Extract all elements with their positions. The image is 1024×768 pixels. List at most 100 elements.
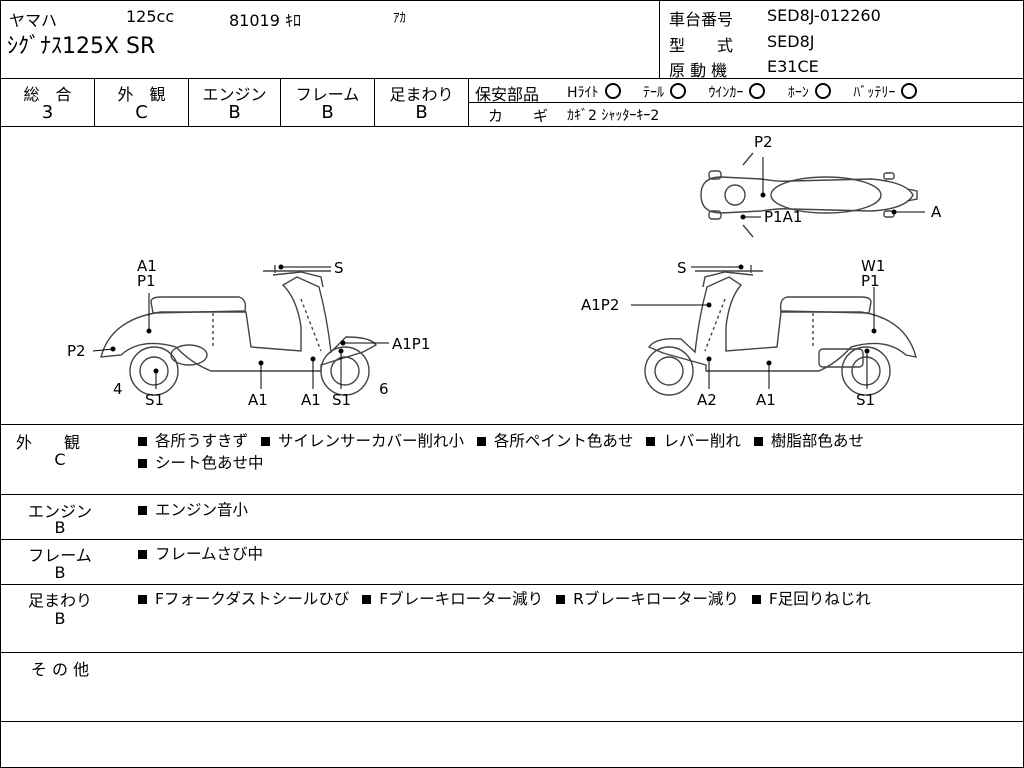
label-left-s1a: S1 [145, 391, 164, 409]
label-left-a1: A1 [137, 257, 157, 275]
defect-item: レバー削れ [663, 432, 741, 450]
ok-circle-icon [669, 83, 686, 99]
label-left-s: S [334, 259, 344, 277]
engine-label: 原 動 機 [669, 61, 728, 80]
rule [1, 584, 1023, 585]
section-frame-line1: フレームさび中 [138, 542, 263, 564]
ok-circle-icon [604, 83, 621, 99]
safety-item-tail: ﾃｰﾙ [643, 83, 686, 101]
color: ｱｶ [393, 11, 406, 26]
callout-lines [92, 157, 925, 389]
rule [1, 721, 1023, 722]
displacement: 125cc [126, 7, 175, 26]
section-frame-grade: B [54, 563, 66, 582]
label-left-4: 4 [113, 380, 123, 398]
rule [1, 78, 1023, 79]
ok-circle-icon [814, 83, 831, 99]
section-suspension-line1: Fフォークダストシールひび Fブレーキローター減り Rブレーキローター減り F足… [138, 587, 871, 609]
section-suspension-grade: B [54, 609, 66, 628]
label-top-a: A [931, 203, 942, 221]
label-left-a1p1: A1P1 [392, 335, 430, 353]
label-right-s1: S1 [856, 391, 875, 409]
defect-item: Fフォークダストシールひび [155, 590, 350, 608]
type-value: SED8J [767, 32, 815, 51]
defect-item: Rブレーキローター減り [573, 590, 739, 608]
rule [1, 126, 1023, 127]
safety-item-horn: ﾎｰﾝ [788, 83, 831, 101]
label-left-a1b: A1 [248, 391, 268, 409]
grade-suspension-label: 足まわり [389, 85, 454, 104]
defect-item: エンジン音小 [155, 501, 249, 519]
model-name: ｼｸﾞﾅｽ125X SR [7, 34, 156, 59]
label-right-a1p2: A1P2 [581, 296, 619, 314]
frame-no-label: 車台番号 [669, 10, 734, 29]
label-left-a1c: A1 [301, 391, 321, 409]
rule [1, 539, 1023, 540]
label-right-a1: A1 [756, 391, 776, 409]
label-left-p1: P1 [137, 272, 156, 290]
bullet-square-icon [362, 594, 372, 604]
label-right-a2: A2 [697, 391, 717, 409]
bullet-square-icon [751, 594, 761, 604]
type-label: 型 式 [669, 36, 734, 55]
grade-exterior-value: C [135, 102, 148, 123]
maker: ヤマハ [9, 11, 58, 30]
frame-no: SED8J-012260 [767, 6, 881, 25]
bullet-square-icon [476, 436, 486, 446]
section-exterior-title: 外 観 [15, 433, 80, 452]
defect-item: 各所ペイント色あせ [493, 432, 634, 450]
bullet-square-icon [260, 436, 270, 446]
defect-item: シート色あせ中 [155, 454, 264, 472]
bullet-square-icon [753, 436, 763, 446]
bullet-square-icon [138, 505, 147, 515]
bullet-square-icon [138, 549, 147, 559]
grade-exterior-label: 外 観 [117, 85, 166, 104]
rule [1, 652, 1023, 653]
header-divider [659, 1, 660, 78]
grade-total-label: 総 合 [23, 85, 72, 104]
grid-line [188, 78, 189, 126]
key-label: カ ギ [488, 107, 549, 125]
rule [1, 494, 1023, 495]
defect-item: 樹脂部色あせ [770, 432, 864, 450]
scooter-diagram: P2 P1A1 A A1 P1 S P2 A1P1 4 6 S1 A1 A1 S… [67, 133, 942, 409]
engine-value: E31CE [767, 57, 819, 76]
right-view-scooter [644, 265, 917, 396]
section-engine-line1: エンジン音小 [138, 498, 248, 520]
safety-item-headlight: Hﾗｲﾄ [567, 83, 621, 101]
bullet-square-icon [556, 594, 566, 604]
defect-item: F足回りねじれ [768, 590, 871, 608]
label-left-6: 6 [379, 380, 389, 398]
grid-line [468, 102, 1023, 103]
grid-line [94, 78, 95, 126]
label-left-p2: P2 [67, 342, 86, 360]
bullet-square-icon [138, 458, 147, 468]
label-right-w1: W1 [861, 257, 885, 275]
label-left-s1b: S1 [332, 391, 351, 409]
key-value: ｶｷﾞ2 ｼｬｯﾀｰｷｰ2 [567, 108, 660, 124]
section-exterior-line2: シート色あせ中 [138, 451, 264, 473]
callout-dots [110, 192, 897, 374]
section-other-title: そ の 他 [30, 660, 90, 679]
section-exterior-grade: C [54, 450, 66, 469]
section-suspension-title: 足まわり [27, 591, 92, 610]
left-view-scooter [100, 265, 377, 396]
label-right-s: S [677, 259, 687, 277]
mileage: 81019 ｷﾛ [229, 11, 301, 30]
rule [1, 424, 1023, 425]
grade-total-value: 3 [41, 102, 54, 123]
grade-suspension-value: B [415, 102, 428, 123]
label-top-p2: P2 [754, 133, 773, 151]
defect-item: サイレンサーカバー削れ小 [277, 432, 464, 450]
grade-engine-value: B [228, 102, 241, 123]
grid-line [280, 78, 281, 126]
grid-line [374, 78, 375, 126]
safety-item-battery: ﾊﾞｯﾃﾘｰ [853, 83, 918, 101]
defect-item: Fブレーキローター減り [379, 590, 544, 608]
label-right-p1: P1 [861, 272, 880, 290]
grade-frame-value: B [321, 102, 334, 123]
top-view-scooter [700, 152, 918, 238]
section-engine-grade: B [54, 518, 66, 537]
bullet-square-icon [138, 594, 147, 604]
